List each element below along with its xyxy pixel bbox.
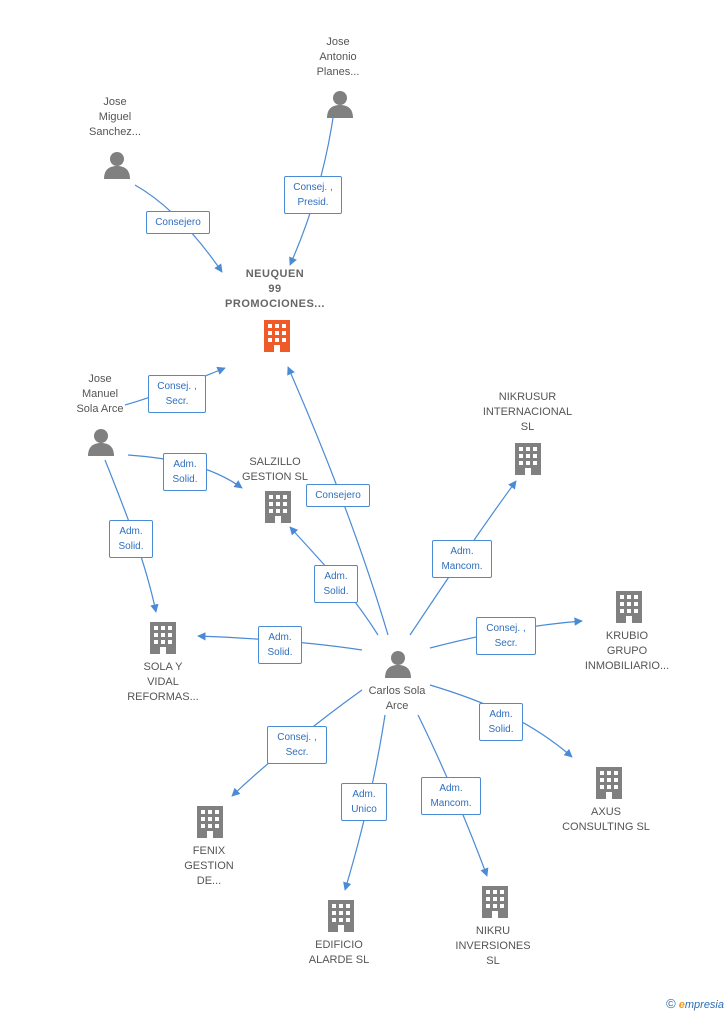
building-icon [482,886,508,918]
edge-label-adm-solid[interactable]: Adm. Solid. [314,565,358,603]
edge-label-consejero[interactable]: Consejero [146,211,210,234]
node-label-axus[interactable]: AXUS CONSULTING SL [562,806,650,833]
node-label-edificio[interactable]: EDIFICIO ALARDE SL [308,939,370,966]
node-label-jose-manuel[interactable]: Jose Manuel Sola Arce [76,373,124,415]
node-label-salzillo[interactable]: SALZILLO GESTION SL [241,456,309,483]
node-label-fenix[interactable]: FENIX GESTION DE... [184,845,234,887]
node-label-nikru[interactable]: NIKRU INVERSIONES SL [455,925,531,967]
edge-label-adm-unico[interactable]: Adm. Unico [341,783,387,821]
node-label-jose-miguel[interactable]: Jose Miguel Sanchez... [89,96,141,138]
node-label-sola-vidal[interactable]: SOLA Y VIDAL REFORMAS... [127,661,199,703]
edge-label-consej-secr[interactable]: Consej. , Secr. [148,375,206,413]
edge-label-adm-solid[interactable]: Adm. Solid. [258,626,302,664]
node-label-carlos[interactable]: Carlos Sola Arce [368,685,426,712]
person-icon [385,651,411,678]
edge-label-adm-solid[interactable]: Adm. Solid. [109,520,153,558]
edge-label-adm-mancom[interactable]: Adm. Mancom. [432,540,492,578]
edge-label-adm-mancom[interactable]: Adm. Mancom. [421,777,481,815]
building-icon [328,900,354,932]
brand-name: mpresia [684,999,724,1011]
node-label-krubio[interactable]: KRUBIO GRUPO INMOBILIARIO... [584,630,670,672]
edge-label-consej-presid[interactable]: Consej. , Presid. [284,176,342,214]
building-icon [596,767,622,799]
building-icon [265,491,291,523]
node-label-neuquen[interactable]: NEUQUEN 99 PROMOCIONES... [225,268,325,310]
brand-initial: e [678,999,685,1011]
building-icon [616,591,642,623]
copyright-icon: © [666,996,676,1011]
edge-label-adm-solid[interactable]: Adm. Solid. [479,703,523,741]
edge-label-consej-secr[interactable]: Consej. , Secr. [476,617,536,655]
building-icon [264,320,290,352]
person-icon [88,429,114,456]
node-label-jose-antonio[interactable]: Jose Antonio Planes... [316,36,360,78]
person-icon [104,152,130,179]
building-icon [197,806,223,838]
building-icon [150,622,176,654]
edge-label-adm-solid[interactable]: Adm. Solid. [163,453,207,491]
edge-label-consejero[interactable]: Consejero [306,484,370,507]
brand-watermark: © empresia [666,996,724,1011]
edge-label-consej-secr[interactable]: Consej. , Secr. [267,726,327,764]
person-icon [327,91,353,118]
node-label-nikrusur[interactable]: NIKRUSUR INTERNACIONAL SL [482,391,573,433]
building-icon [515,443,541,475]
